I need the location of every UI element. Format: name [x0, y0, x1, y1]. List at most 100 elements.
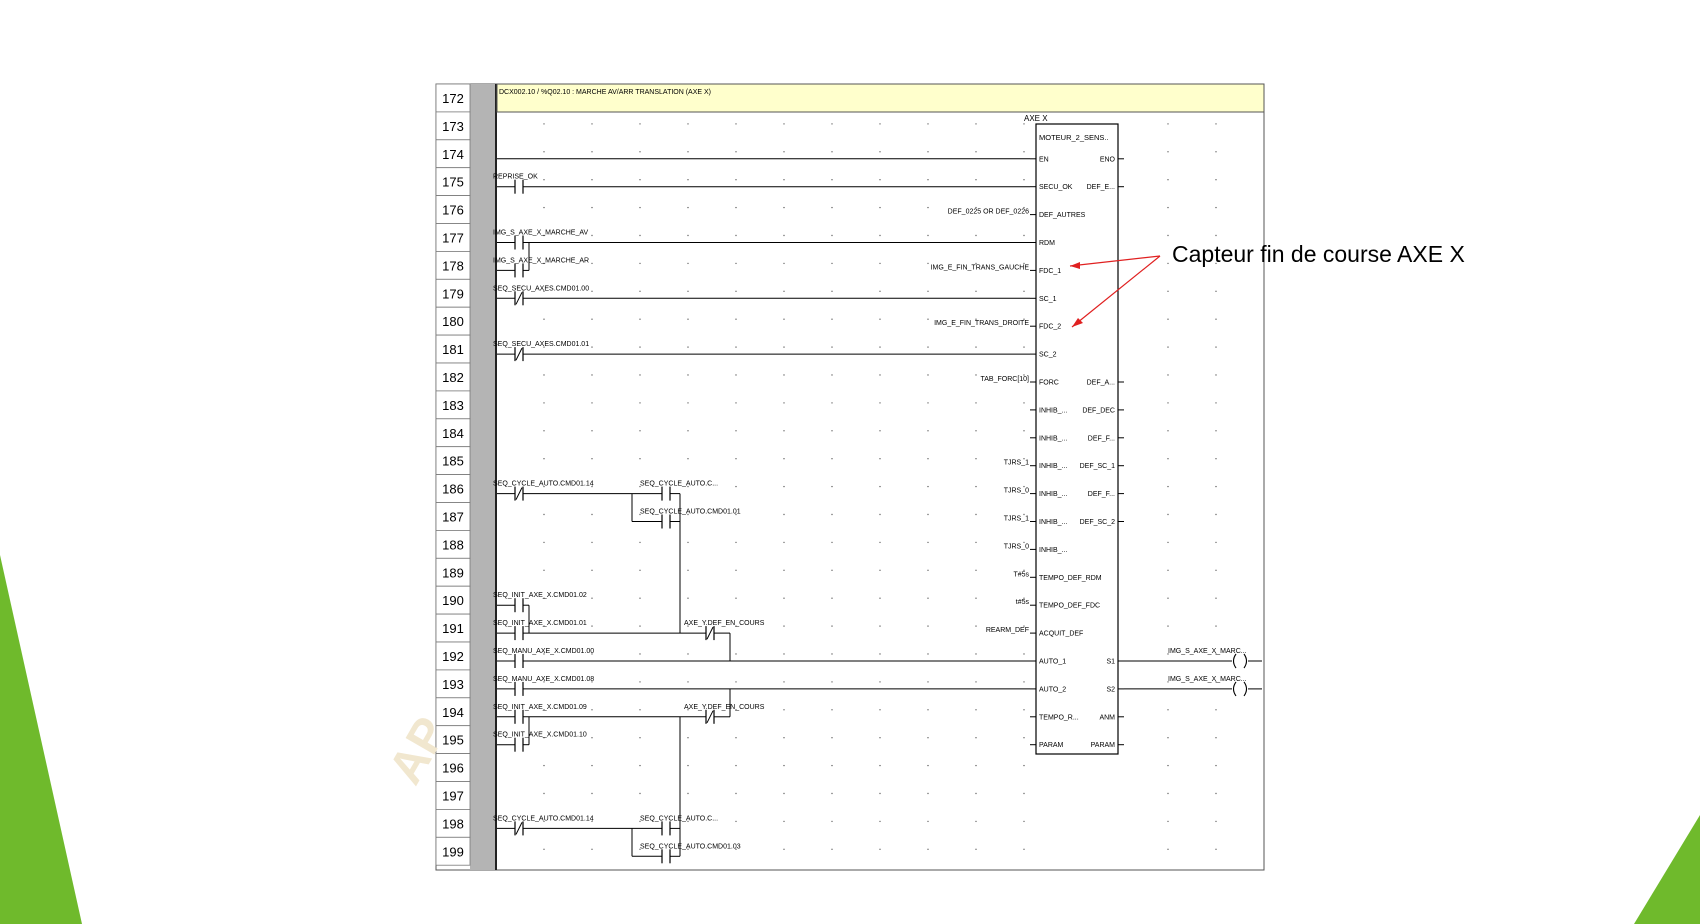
grid-dot: [639, 681, 641, 683]
grid-dot: [639, 234, 641, 237]
grid-dot: [783, 179, 785, 181]
grid-dot: [927, 151, 929, 153]
block-instance-name: AXE X: [1024, 114, 1048, 123]
grid-dot: [639, 625, 641, 627]
grid-dot: [1215, 848, 1217, 850]
grid-dot: [975, 513, 977, 516]
grid-dot: [1167, 290, 1169, 292]
rung-number: 194: [442, 705, 464, 720]
contact: SEQ_CYCLE_AUTO.C...: [640, 815, 718, 836]
grid-dot: [831, 653, 833, 655]
grid-dot: [591, 820, 593, 823]
ladder-screenshot: 1721731741751761771781791801811821831841…: [379, 83, 1265, 871]
grid-dot: [927, 402, 929, 404]
grid-dot: [543, 737, 545, 739]
grid-dot: [687, 625, 689, 627]
contact-label: SEQ_CYCLE_AUTO.CMD01.14: [493, 481, 594, 488]
block-input-8: FORC: [1039, 380, 1059, 387]
contact-label: AXE_Y.DEF_EN_COURS: [684, 620, 765, 627]
block-input-1: SECU_OK: [1039, 184, 1073, 191]
contact-negation: [515, 347, 523, 361]
rung-number: 197: [442, 789, 464, 804]
grid-dot: [975, 709, 977, 711]
grid-dot: [1215, 374, 1217, 376]
grid-dot: [1023, 234, 1025, 237]
rung-number-cell: [435, 585, 471, 615]
grid-dot: [927, 458, 929, 460]
grid-dot: [1167, 792, 1169, 795]
coil-right-arc: [1243, 653, 1248, 669]
grid-dot: [687, 206, 689, 209]
grid-dot: [591, 485, 593, 488]
grid-dot: [735, 820, 737, 823]
grid-dot: [975, 262, 977, 265]
rung-number: 181: [442, 342, 464, 357]
grid-dot: [783, 709, 785, 711]
grid-dot: [1215, 569, 1217, 571]
grid-dot: [879, 848, 881, 850]
grid-dot: [1023, 290, 1025, 292]
block-type: MOTEUR_2_SENS..: [1039, 133, 1109, 142]
contact-label: REPRISE_OK: [493, 174, 538, 181]
grid-dot: [831, 820, 833, 823]
grid-dot: [879, 151, 881, 153]
grid-dot: [975, 458, 977, 460]
grid-dot: [1215, 709, 1217, 711]
block-input-11: INHIB_...: [1039, 463, 1067, 470]
grid-dot: [831, 318, 833, 320]
grid-dot: [543, 346, 545, 348]
block-input-7: SC_2: [1039, 352, 1057, 359]
grid-dot: [831, 151, 833, 153]
grid-dot: [543, 569, 545, 571]
block-output-2: DEF_A...: [1087, 380, 1115, 387]
grid-dot: [783, 541, 785, 544]
grid-dot: [735, 737, 737, 739]
grid-dot: [831, 402, 833, 404]
block-input-value: t#5s: [1016, 599, 1030, 606]
grid-dot: [831, 625, 833, 627]
grid-dot: [543, 179, 545, 181]
grid-dot: [591, 318, 593, 320]
grid-dot: [1167, 374, 1169, 376]
grid-dot: [543, 430, 545, 432]
grid-dot: [639, 709, 641, 711]
grid-dot: [1023, 485, 1025, 488]
grid-dot: [687, 485, 689, 488]
grid-dot: [975, 234, 977, 237]
grid-dot: [831, 179, 833, 181]
grid-dot: [975, 430, 977, 432]
grid-dot: [1215, 402, 1217, 404]
grid-dot: [831, 541, 833, 544]
block-input-value: TJRS_0: [1004, 543, 1029, 550]
grid-dot: [735, 262, 737, 265]
grid-dot: [879, 541, 881, 544]
grid-dot: [639, 764, 641, 767]
rung-number-cell: [435, 418, 471, 448]
block-input-16: TEMPO_DEF_FDC: [1039, 603, 1100, 610]
grid-dot: [591, 234, 593, 237]
grid-dot: [543, 653, 545, 655]
rung-number-cell: [435, 502, 471, 531]
contact-negation: [706, 710, 714, 724]
grid-dot: [591, 569, 593, 571]
grid-dot: [591, 792, 593, 795]
grid-dot: [543, 262, 545, 265]
grid-dot: [687, 458, 689, 460]
block-output-6: DEF_F...: [1088, 491, 1115, 498]
grid-dot: [1215, 318, 1217, 320]
grid-dot: [975, 179, 977, 181]
grid-dot: [687, 737, 689, 739]
coil-left-arc: [1232, 653, 1237, 669]
grid-dot: [1215, 681, 1217, 683]
ladder-wires: [497, 158, 1030, 857]
grid-dot: [1215, 262, 1217, 265]
grid-dot: [543, 820, 545, 823]
grid-dot: [831, 792, 833, 795]
block-input-13: INHIB_...: [1039, 519, 1067, 526]
grid-dot: [735, 151, 737, 153]
contact-label: SEQ_CYCLE_AUTO.CMD01.03: [640, 843, 741, 850]
grid-dot: [1167, 430, 1169, 432]
grid-dot: [975, 653, 977, 655]
grid-dot: [639, 402, 641, 404]
grid-dot: [1167, 848, 1169, 850]
